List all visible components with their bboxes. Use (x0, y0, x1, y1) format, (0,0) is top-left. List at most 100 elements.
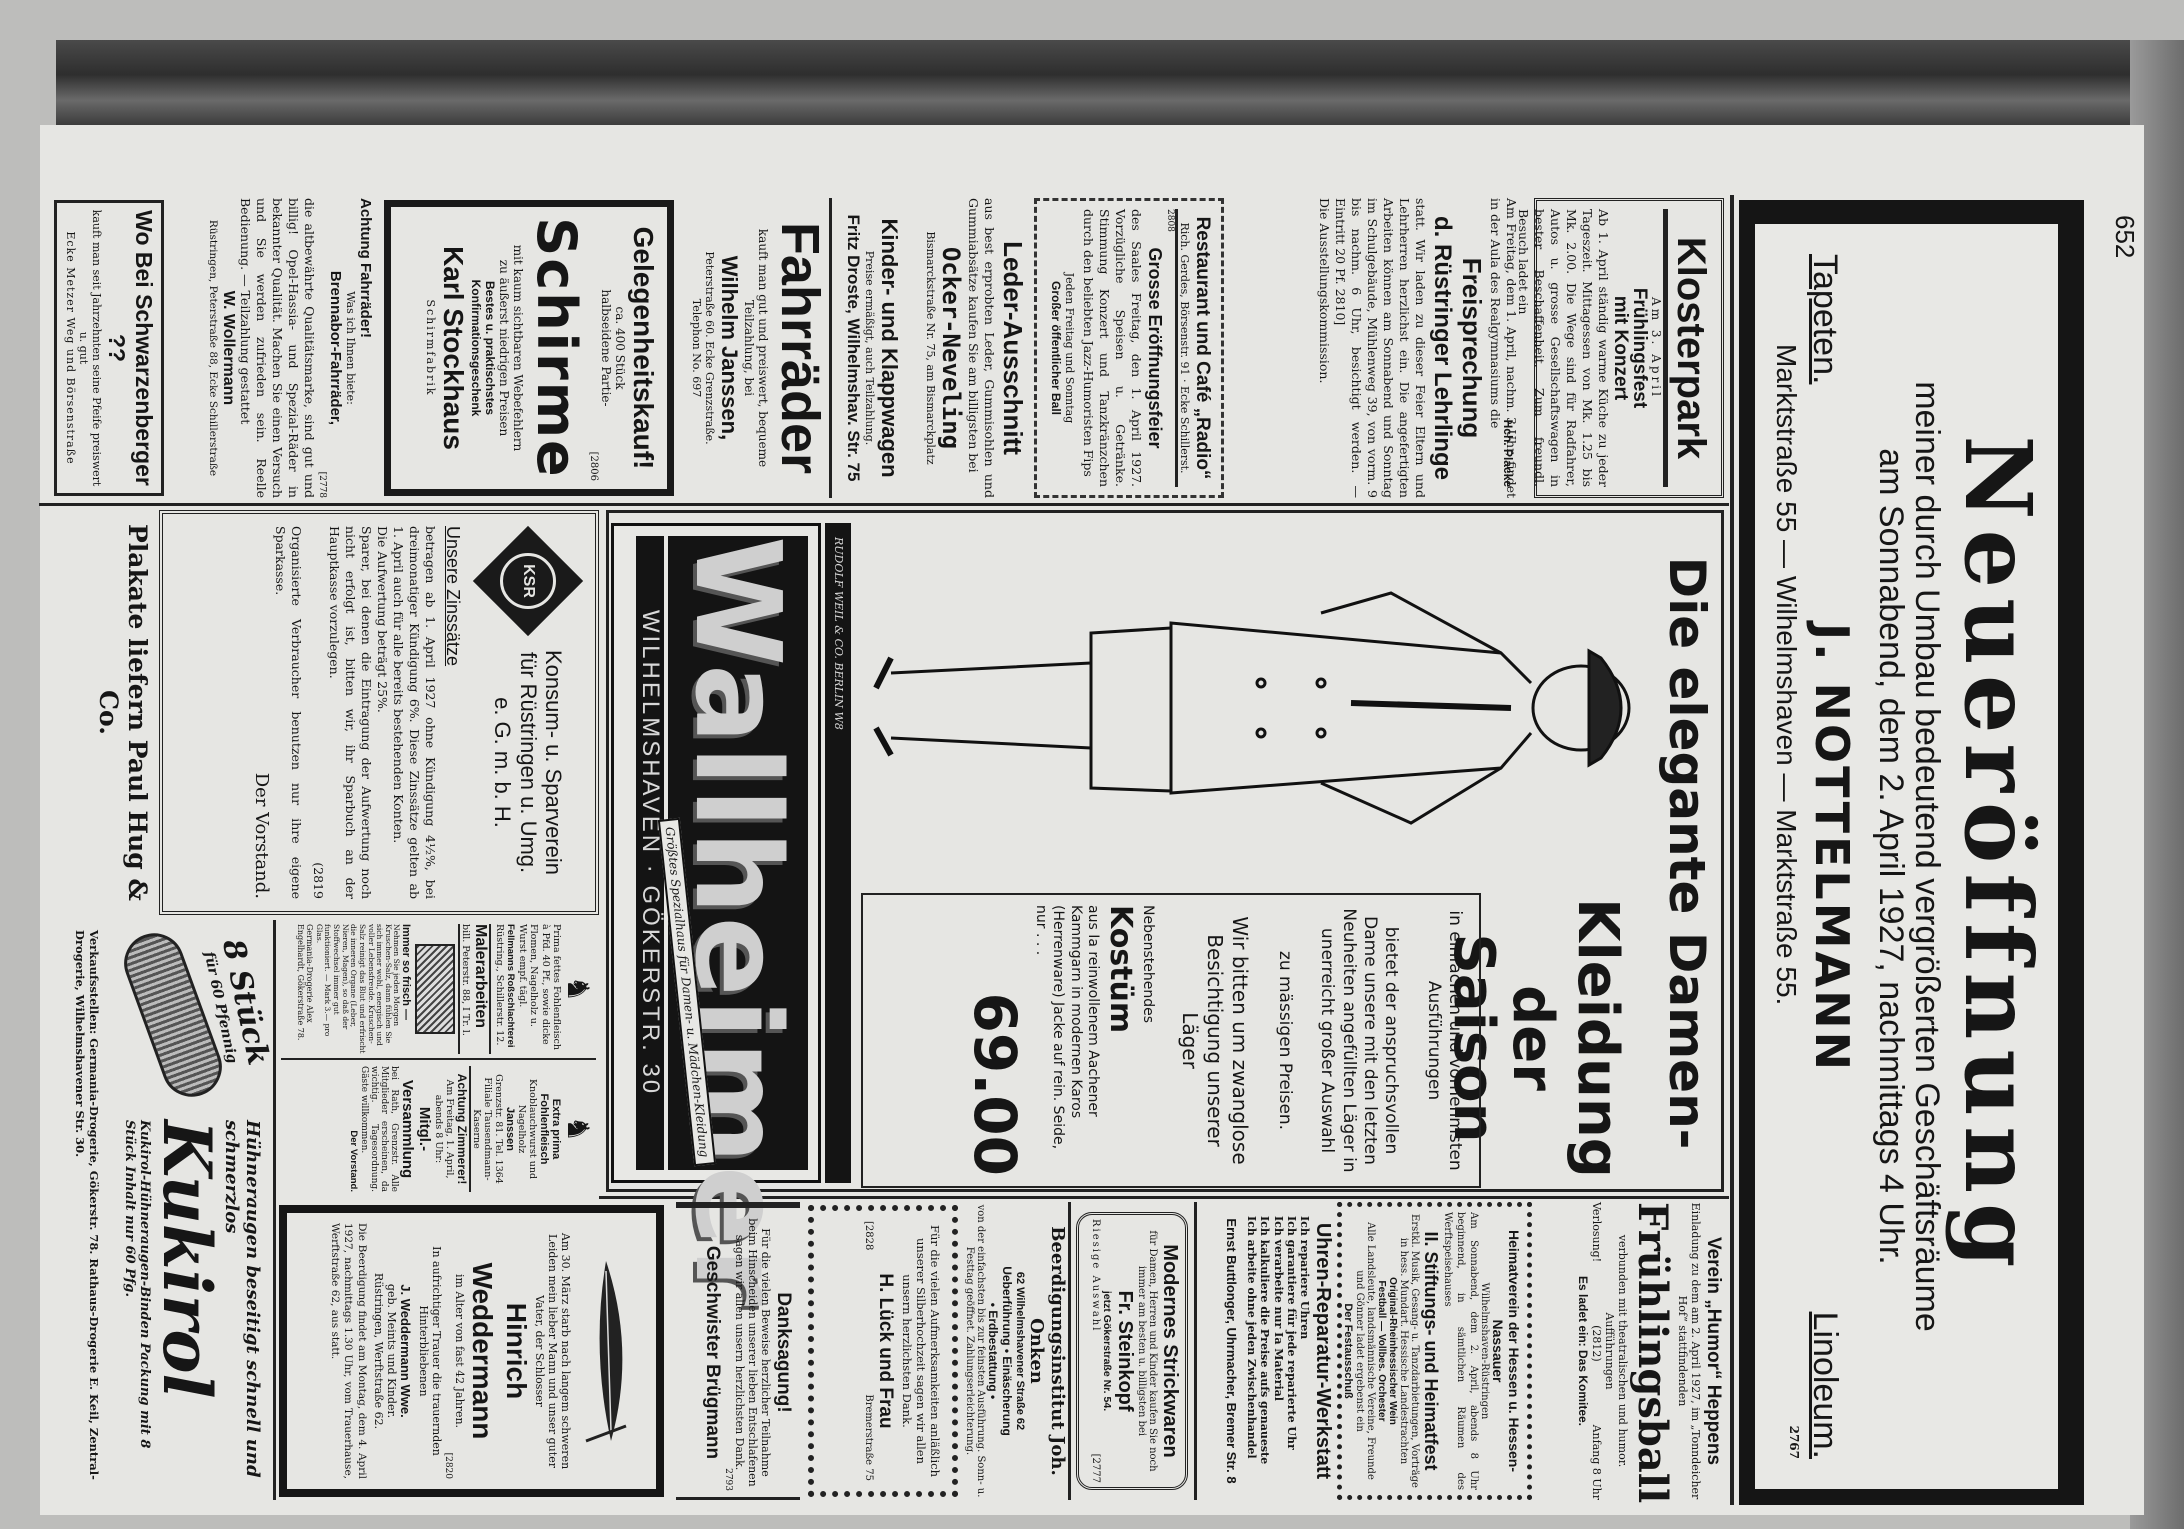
schirme-ad: Gelegenheitskauf! ca. 400 Stück halbseid… (384, 200, 674, 496)
address: Peterstraße 60. Ecke Grenzstraße. (702, 251, 716, 445)
body: Die Aufwertung beträgt 25%. (375, 526, 390, 713)
ref: 2808 (1165, 209, 1175, 232)
event: mit Konzert (1610, 295, 1631, 401)
ad-ref: 2767 (1786, 1425, 1801, 1459)
heading: Unsere Zinssätze (443, 526, 463, 667)
offer-intro: Nebenstehendes (1140, 905, 1157, 1024)
address: Bismarckstraße Nr. 75, am Bismarckplatz (924, 231, 937, 465)
signature: Der Vorstand. (251, 772, 272, 899)
tag-tapeten: Tapeten. (1805, 254, 1844, 385)
list-item: Ich repariere Uhren (1298, 1216, 1311, 1340)
heimatverein-ad: Heimatverein der Hessen u. Hessen-Nassau… (1337, 1202, 1532, 1500)
funeral: Die Beerdigung findet am Montag, dem 4. … (328, 1223, 368, 1479)
name: W. Wollermann (220, 290, 237, 406)
name: Hinrich Weddermann (467, 1262, 532, 1440)
ball: Festball — Vollbes. Orchester (1375, 1280, 1387, 1422)
name: Janssen (504, 1106, 516, 1152)
body: Nehmen Sie jeden Morgen Kruschen-Salz, d… (314, 924, 402, 1054)
product: Brennabor-Fahrräder, (327, 270, 344, 426)
name: Fr. Steinkopf (1114, 1290, 1136, 1412)
column-rule (39, 503, 1729, 506)
palm-frond-icon (585, 1261, 627, 1443)
headline: Kleidung (1565, 898, 1630, 1178)
title: Heimatverein der Hessen u. Hessen-Nassau… (1490, 1230, 1522, 1472)
logo-text: KSR (500, 553, 556, 609)
bruegmann-notice: Danksagung! Für die vielen Beweise herzl… (676, 1202, 800, 1500)
title: Extra prima Fohlenfleisch (538, 1093, 562, 1165)
date: Am Freitag, 1. April, abends 8 Uhr: (433, 1079, 455, 1179)
title: Malerarbeiten (471, 924, 492, 1054)
invite: Wir bitten um zwanglose Besichtigung uns… (1178, 916, 1253, 1165)
title: Verein „Humor“ Heppens (1703, 1236, 1724, 1466)
intro: Was ich Ihnen biete: (344, 291, 357, 405)
divider (1730, 195, 1734, 1505)
title: Gelegenheitskauf! (628, 226, 659, 470)
name: Konsum- u. Sparverein (540, 650, 566, 875)
ref: [2778 (317, 471, 327, 498)
tagline: Riesige Auswahl (1090, 1219, 1101, 1333)
klosterpark-ad: Klosterpark Am 3. April Frühlingsfest mi… (1501, 198, 1724, 498)
intro: Einladung zu dem am 2. April 1927, im „T… (1676, 1202, 1702, 1500)
address: Bremerstraße 75 (863, 1394, 874, 1481)
address: Rüstringen, Peterstraße 88, Ecke Schille… (207, 219, 219, 477)
title: Kinder- und Klappwagen (877, 218, 902, 478)
body: bei Rath, Grenzstr. Alle Mitglieder ersc… (359, 1066, 399, 1192)
body: aus best erprobten Leder, Gummisohlen un… (966, 198, 997, 498)
body: die altbewährte Qualitätsmarke, sind gut… (238, 198, 317, 498)
body: statt. Wir laden zu dieser Feier Eltern … (1333, 198, 1428, 498)
company-address: Marktstraße 55 — Wilhelmshaven — Marktst… (1770, 344, 1802, 1006)
event: Frühlingsfest (1629, 287, 1650, 409)
tag-linoleum: Linoleum. (1805, 1311, 1844, 1459)
kinderwagen-ad: Kinder- und Klappwagen Preise ermäßigt, … (843, 198, 902, 498)
list-item: Ich kalkuliere die Preise aufs genaueste (1258, 1216, 1272, 1465)
mourning: In aufrichtiger Trauer die trauernden Hi… (416, 1246, 443, 1456)
kukirol-ad: 8 Stück für 60 Pfennig Hühneraugen besei… (44, 920, 276, 1500)
qty: ca. 400 Stück (613, 306, 627, 390)
title: Klosterpark (1663, 209, 1713, 487)
ref: [2828 (863, 1221, 874, 1251)
body: Organisierte Verbraucher benutzen nur ih… (273, 526, 304, 899)
event: II. Stiftungs- und Heimatfest (1420, 1231, 1441, 1471)
body: Bestes u. praktischstes (483, 280, 497, 416)
body: Preise ermäßigt, auch Teilzahlung. (863, 250, 876, 446)
artist-credit: RUDOLF WEIL & CO. BERLIN W8 (825, 523, 851, 1183)
title: Restaurant und Café „Radio“ (1192, 216, 1213, 480)
sub: Schirmfabrik (424, 299, 437, 397)
weddermann-obituary: Am 30. März starb nach langem schweren L… (279, 1205, 664, 1497)
start: Anfang 8 Uhr (1590, 1424, 1603, 1500)
horse-icon: ♞ (560, 1115, 595, 1143)
list-item: Ich verarbeite nur Ia Material (1271, 1216, 1285, 1401)
schwarzenberger-ad: Wo Bei Schwarzenberger ?? kauft man seit… (54, 200, 164, 496)
name: Ernst Buttlonger, Uhrmacher, Bremer Str.… (1224, 1218, 1240, 1484)
body: Konfirmationsgeschenk (469, 279, 483, 417)
ref: [2777 (1090, 1453, 1101, 1483)
page-number: 652 (2110, 215, 2140, 259)
body: betragen ab 1. April 1927 ohne Kündigung… (391, 526, 438, 899)
achtung-fahrraeder-ad: Achtung Fahrräder! Was ich Ihnen biete: … (207, 198, 374, 498)
body: mit kaum sichtbaren Webefehlern (511, 244, 525, 452)
body: Prima fettes Fohlenfleisch à Pfd. 40 Pf.… (516, 924, 562, 1050)
body: zu äußerst niedrigen Preisen (497, 259, 511, 437)
widow: J. Weddermann Wwe. (397, 1284, 413, 1418)
wallheimer-banner: Wallheimer Größtes Spezialhaus für Damen… (611, 523, 821, 1308)
name: e. G. m. b. H. (490, 697, 516, 828)
ref: 2793 (723, 1468, 733, 1491)
services: Ueberführung • Einäscherung (1000, 1266, 1014, 1436)
wallheimer-ad: Die elegante Damen- Kleidung der Saison … (606, 510, 1724, 1308)
address: Rich. Gerdes, Börsenstr. 91 · Ecke Schil… (1175, 209, 1191, 487)
ad-headline: Neueröffnung (1944, 435, 2052, 1278)
body: von der einfachsten bis zur feinsten Aus… (964, 1204, 986, 1498)
invite: Alle Landsleute, landsmännische Vereine,… (1353, 1222, 1376, 1480)
body: kauft man seit Jahrzehnten seine Pfeife … (77, 209, 103, 487)
name: Ocker-Neveling (937, 246, 965, 450)
product: Kukirol-Hühneraugen-Binden Packung mit 8… (121, 1120, 152, 1449)
name: Karl Stockhaus (438, 246, 469, 450)
name: Fellmanns Roßschlachterei (505, 924, 517, 1048)
title: Immer so frisch — (400, 924, 413, 1020)
desc: halbseidene Partie- (599, 289, 613, 407)
ksr-logo-icon: KSR (472, 525, 584, 637)
uhren-ad: Uhren-Reparatur-Werkstatt Ich repariere … (1194, 1202, 1334, 1500)
horse-icon: ♞ (560, 975, 595, 1003)
radio-restaurant-ad: Restaurant und Café „Radio“ Rich. Gerdes… (1034, 198, 1224, 498)
